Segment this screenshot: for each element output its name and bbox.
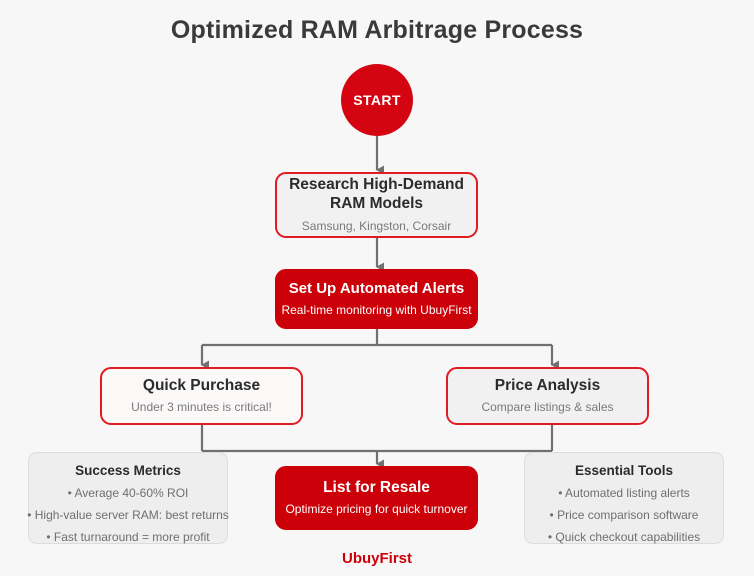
- flow-node-research[interactable]: Research High-Demand RAM Models Samsung,…: [275, 172, 478, 238]
- flow-node-price-analysis[interactable]: Price Analysis Compare listings & sales: [446, 367, 649, 425]
- price-analysis-subtitle: Compare listings & sales: [481, 400, 614, 415]
- start-label: START: [353, 92, 401, 108]
- research-title: Research High-Demand RAM Models: [289, 176, 464, 212]
- flow-node-alerts[interactable]: Set Up Automated Alerts Real-time monito…: [275, 269, 478, 329]
- alerts-subtitle: Real-time monitoring with UbuyFirst: [281, 302, 472, 317]
- page-title: Optimized RAM Arbitrage Process: [170, 16, 584, 44]
- success-metrics-title: Success Metrics: [75, 463, 181, 478]
- success-metrics-item: • Fast turnaround = more profit: [46, 530, 210, 544]
- success-metrics-item: • Average 40-60% ROI: [67, 486, 189, 500]
- quick-purchase-subtitle: Under 3 minutes is critical!: [131, 400, 272, 415]
- flow-node-start[interactable]: START: [341, 64, 413, 136]
- panel-essential-tools: Essential Tools • Automated listing aler…: [524, 452, 724, 544]
- list-for-resale-subtitle: Optimize pricing for quick turnover: [285, 502, 468, 517]
- alerts-title: Set Up Automated Alerts: [288, 280, 465, 298]
- research-subtitle: Samsung, Kingston, Corsair: [301, 218, 452, 233]
- flow-node-list-for-resale[interactable]: List for Resale Optimize pricing for qui…: [275, 466, 478, 530]
- success-metrics-item: • High-value server RAM: best returns: [27, 508, 229, 522]
- panel-success-metrics: Success Metrics • Average 40-60% ROI • H…: [27, 452, 229, 544]
- essential-tools-item: • Price comparison software: [549, 508, 699, 522]
- essential-tools-item: • Quick checkout capabilities: [547, 530, 701, 544]
- quick-purchase-title: Quick Purchase: [142, 376, 261, 394]
- essential-tools-item: • Automated listing alerts: [558, 486, 690, 500]
- flow-node-quick-purchase[interactable]: Quick Purchase Under 3 minutes is critic…: [100, 367, 303, 425]
- essential-tools-title: Essential Tools: [574, 463, 674, 478]
- price-analysis-title: Price Analysis: [494, 376, 601, 394]
- list-for-resale-title: List for Resale: [323, 478, 430, 496]
- footer-brand: UbuyFirst: [341, 550, 412, 567]
